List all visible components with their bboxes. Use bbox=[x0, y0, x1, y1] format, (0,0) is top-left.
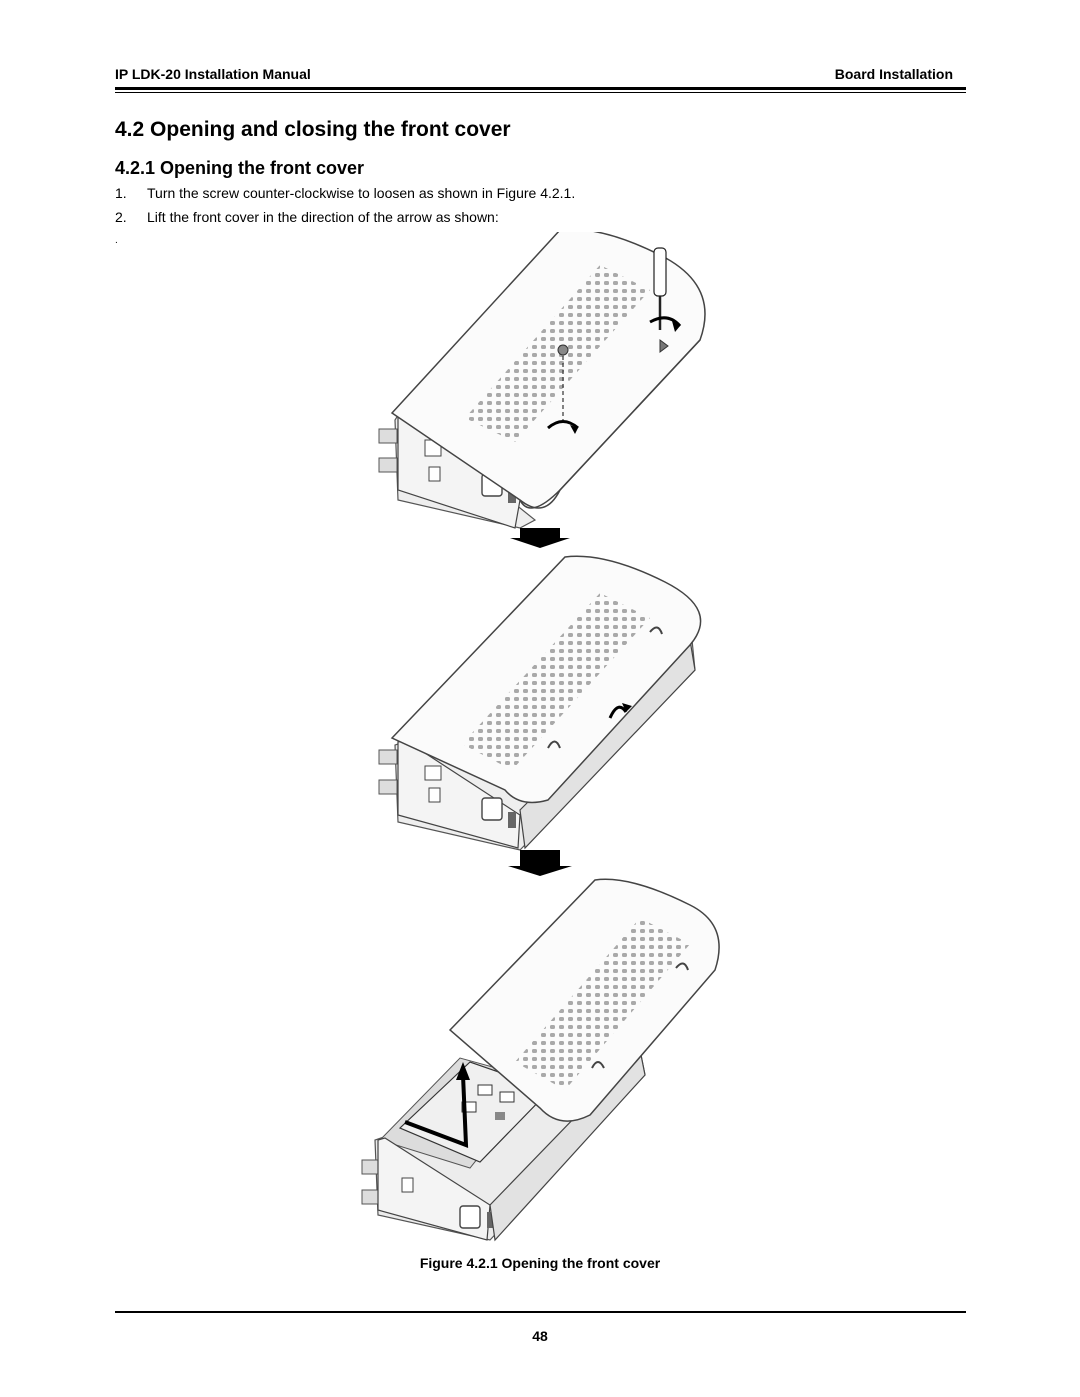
step-item: 2. Lift the front cover in the direction … bbox=[115, 208, 575, 232]
step-item: 1. Turn the screw counter-clockwise to lo… bbox=[115, 184, 575, 208]
figure-caption: Figure 4.2.1 Opening the front cover bbox=[419, 1255, 661, 1271]
down-arrow-icon bbox=[508, 850, 572, 876]
footer-rule bbox=[115, 1311, 966, 1313]
page-number: 48 bbox=[532, 1328, 548, 1344]
step-text: Lift the front cover in the direction of… bbox=[147, 209, 499, 225]
step-number: 2. bbox=[115, 209, 127, 225]
stray-mark: . bbox=[115, 235, 118, 246]
section-title: 4.2 Opening and closing the front cover bbox=[115, 118, 511, 141]
header-rule bbox=[115, 87, 966, 90]
cover-opening-illustration bbox=[361, 232, 720, 1242]
header-rule-thin bbox=[115, 92, 966, 93]
header-left: IP LDK-20 Installation Manual bbox=[115, 66, 311, 82]
down-arrow-icon bbox=[510, 528, 570, 548]
step1-device-illustration bbox=[378, 232, 706, 529]
step-number: 1. bbox=[115, 185, 127, 201]
header-right: Board Installation bbox=[834, 66, 953, 82]
step-text: Turn the screw counter-clockwise to loos… bbox=[147, 185, 576, 201]
step2-device-illustration bbox=[378, 555, 702, 851]
subsection-title: 4.2.1 Opening the front cover bbox=[115, 158, 365, 178]
steps-list: 1. Turn the screw counter-clockwise to lo… bbox=[115, 184, 575, 232]
step3-device-illustration bbox=[361, 878, 720, 1242]
